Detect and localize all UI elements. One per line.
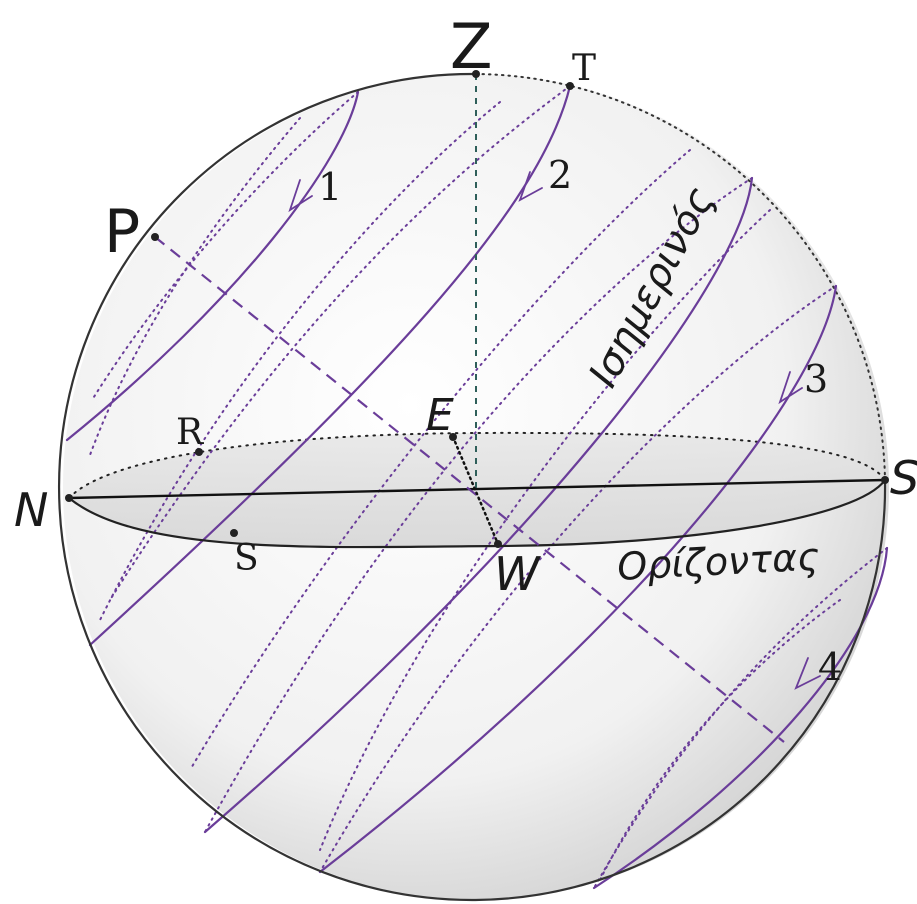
diurnal-paths-visible — [65, 84, 889, 890]
diurnal-path-3 — [318, 284, 838, 874]
label-pole: P — [104, 197, 140, 267]
east-point — [449, 433, 457, 441]
pole-point — [151, 233, 159, 241]
label-path-2: 2 — [548, 153, 572, 197]
diurnal-path-2 — [88, 84, 572, 647]
zenith-point — [472, 70, 480, 78]
diurnal-path-equator — [203, 176, 754, 834]
north-point — [65, 494, 73, 502]
arrow-path-4 — [794, 657, 821, 690]
label-horizon: Ορίζοντας — [616, 534, 820, 589]
polar-axis — [154, 236, 785, 743]
label-path-3: 3 — [804, 357, 828, 401]
diurnal-path-1 — [65, 90, 360, 442]
label-path-4: 4 — [818, 645, 842, 689]
label-r: R — [176, 412, 204, 453]
label-s: S — [234, 538, 259, 579]
sphere-outline-hidden — [475, 73, 886, 481]
label-south: S — [890, 451, 917, 505]
arrow-path-1 — [288, 179, 313, 213]
south-point — [881, 476, 889, 484]
t-point — [566, 82, 574, 90]
diurnal-path-4 — [592, 546, 889, 890]
label-path-1: 1 — [318, 165, 342, 209]
north-south-line — [68, 478, 886, 500]
s-point — [230, 529, 238, 537]
r-point — [195, 448, 203, 456]
horizon-back-edge — [68, 431, 886, 499]
arrow-path-2 — [518, 171, 543, 202]
label-north: N — [14, 483, 48, 537]
points — [65, 70, 889, 548]
label-east: E — [426, 390, 454, 441]
label-t: T — [572, 48, 596, 89]
west-point — [494, 540, 502, 548]
diurnal-paths-hidden — [89, 85, 888, 889]
label-zenith: Z — [450, 10, 492, 83]
label-west: W — [494, 547, 541, 601]
sphere-outline — [57, 72, 887, 902]
arrow-path-3 — [778, 371, 803, 405]
direction-arrows — [288, 171, 821, 690]
